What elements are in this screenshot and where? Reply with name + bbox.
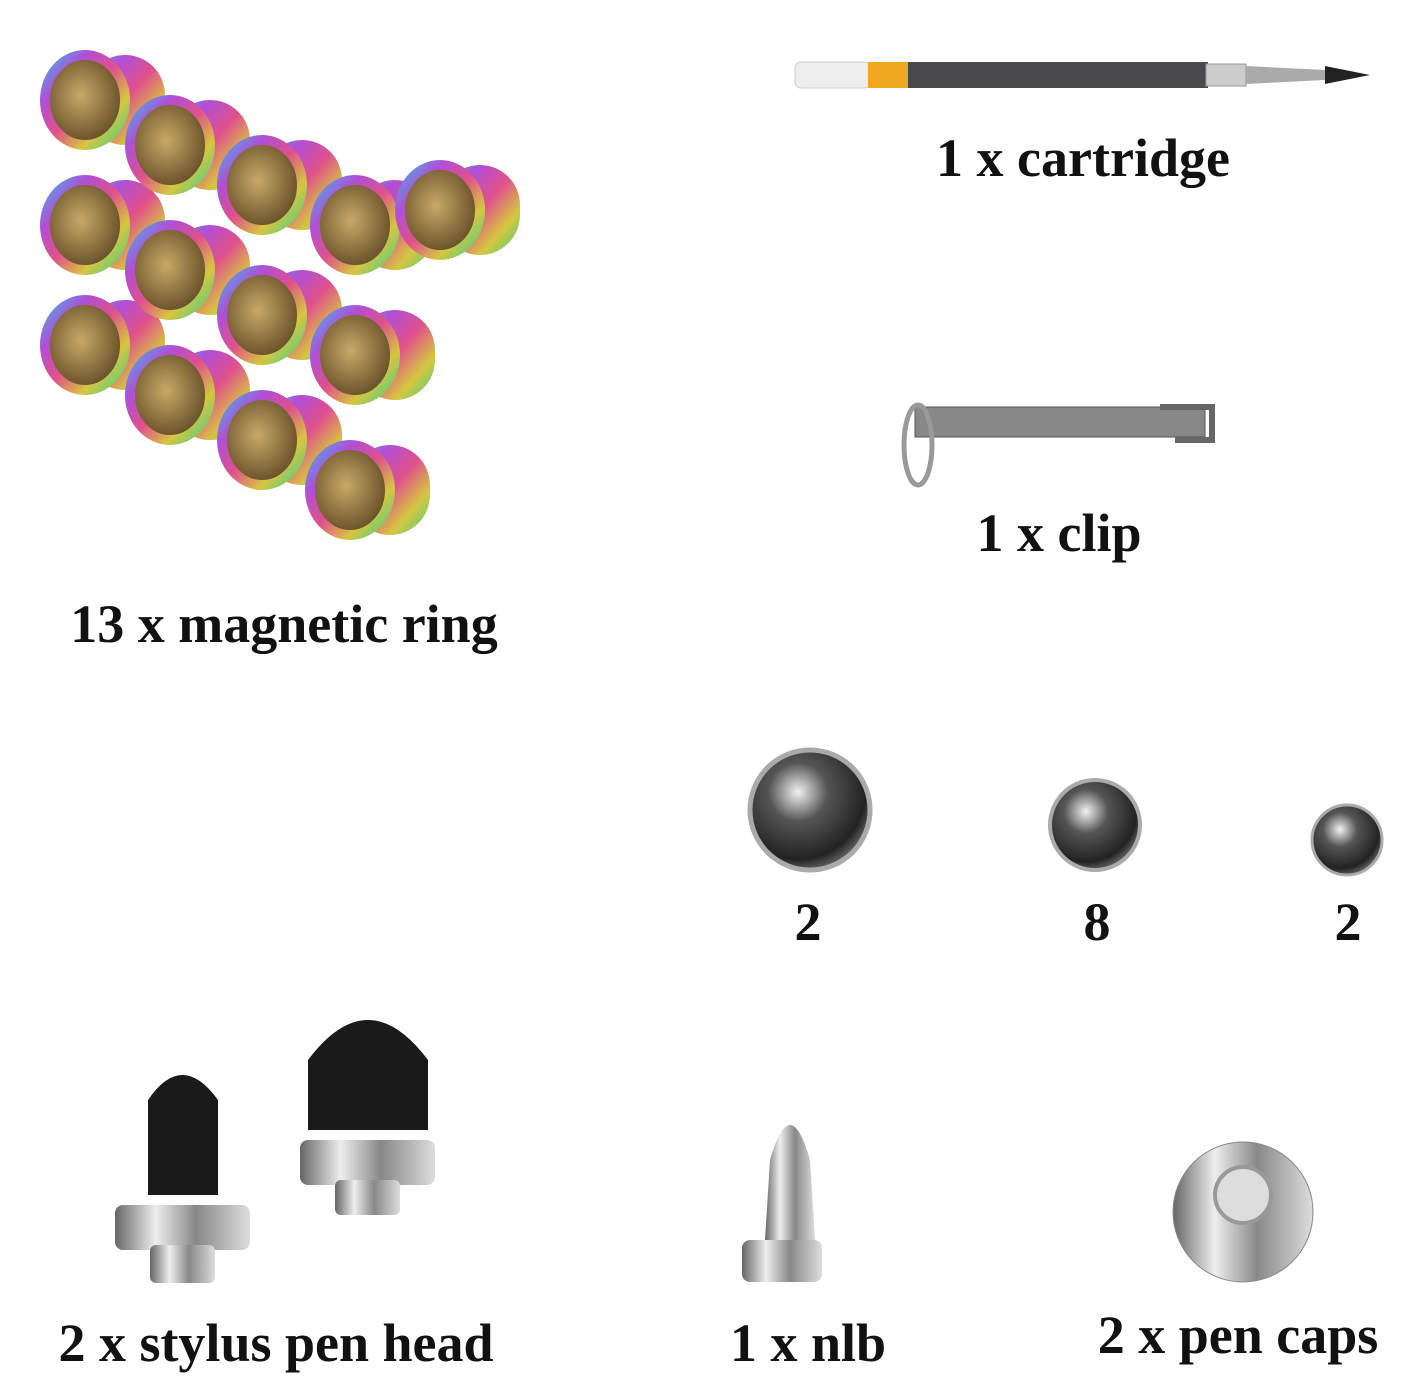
magnetic-rings-image bbox=[40, 50, 520, 540]
magnetic-ring bbox=[305, 440, 395, 540]
magnetic-ring bbox=[395, 160, 485, 260]
magnetic-ring bbox=[217, 135, 307, 235]
magnetic-ring bbox=[40, 50, 130, 150]
pen-caps-label: 2 x pen caps bbox=[1097, 1305, 1379, 1365]
magnetic-ring bbox=[310, 305, 400, 405]
magnetic-ring-label: 13 x magnetic ring bbox=[70, 594, 498, 654]
magnetic-ring bbox=[217, 265, 307, 365]
magnetic-ring bbox=[217, 390, 307, 490]
magnetic-ring bbox=[125, 95, 215, 195]
stylus-heads-image bbox=[115, 1020, 435, 1283]
clip-label: 1 x clip bbox=[976, 503, 1142, 563]
nib-label: 1 x nlb bbox=[729, 1313, 887, 1373]
cartridge-label: 1 x cartridge bbox=[936, 128, 1230, 188]
stylus-pen-head-label: 2 x stylus pen head bbox=[58, 1313, 494, 1373]
nib-image bbox=[742, 1125, 822, 1282]
clip-image bbox=[901, 402, 1215, 488]
magnetic-ring bbox=[125, 220, 215, 320]
cartridge-image bbox=[794, 61, 1370, 89]
magnetic-ring bbox=[310, 175, 400, 275]
ball-large-count: 2 bbox=[794, 892, 822, 952]
steel-balls-image bbox=[747, 747, 1384, 877]
magnetic-ring bbox=[40, 295, 130, 395]
pen-cap-image bbox=[1172, 1141, 1314, 1283]
ball-medium-count: 8 bbox=[1083, 892, 1111, 952]
magnetic-ring bbox=[125, 345, 215, 445]
magnetic-ring bbox=[40, 175, 130, 275]
ball-small-count: 2 bbox=[1334, 892, 1362, 952]
